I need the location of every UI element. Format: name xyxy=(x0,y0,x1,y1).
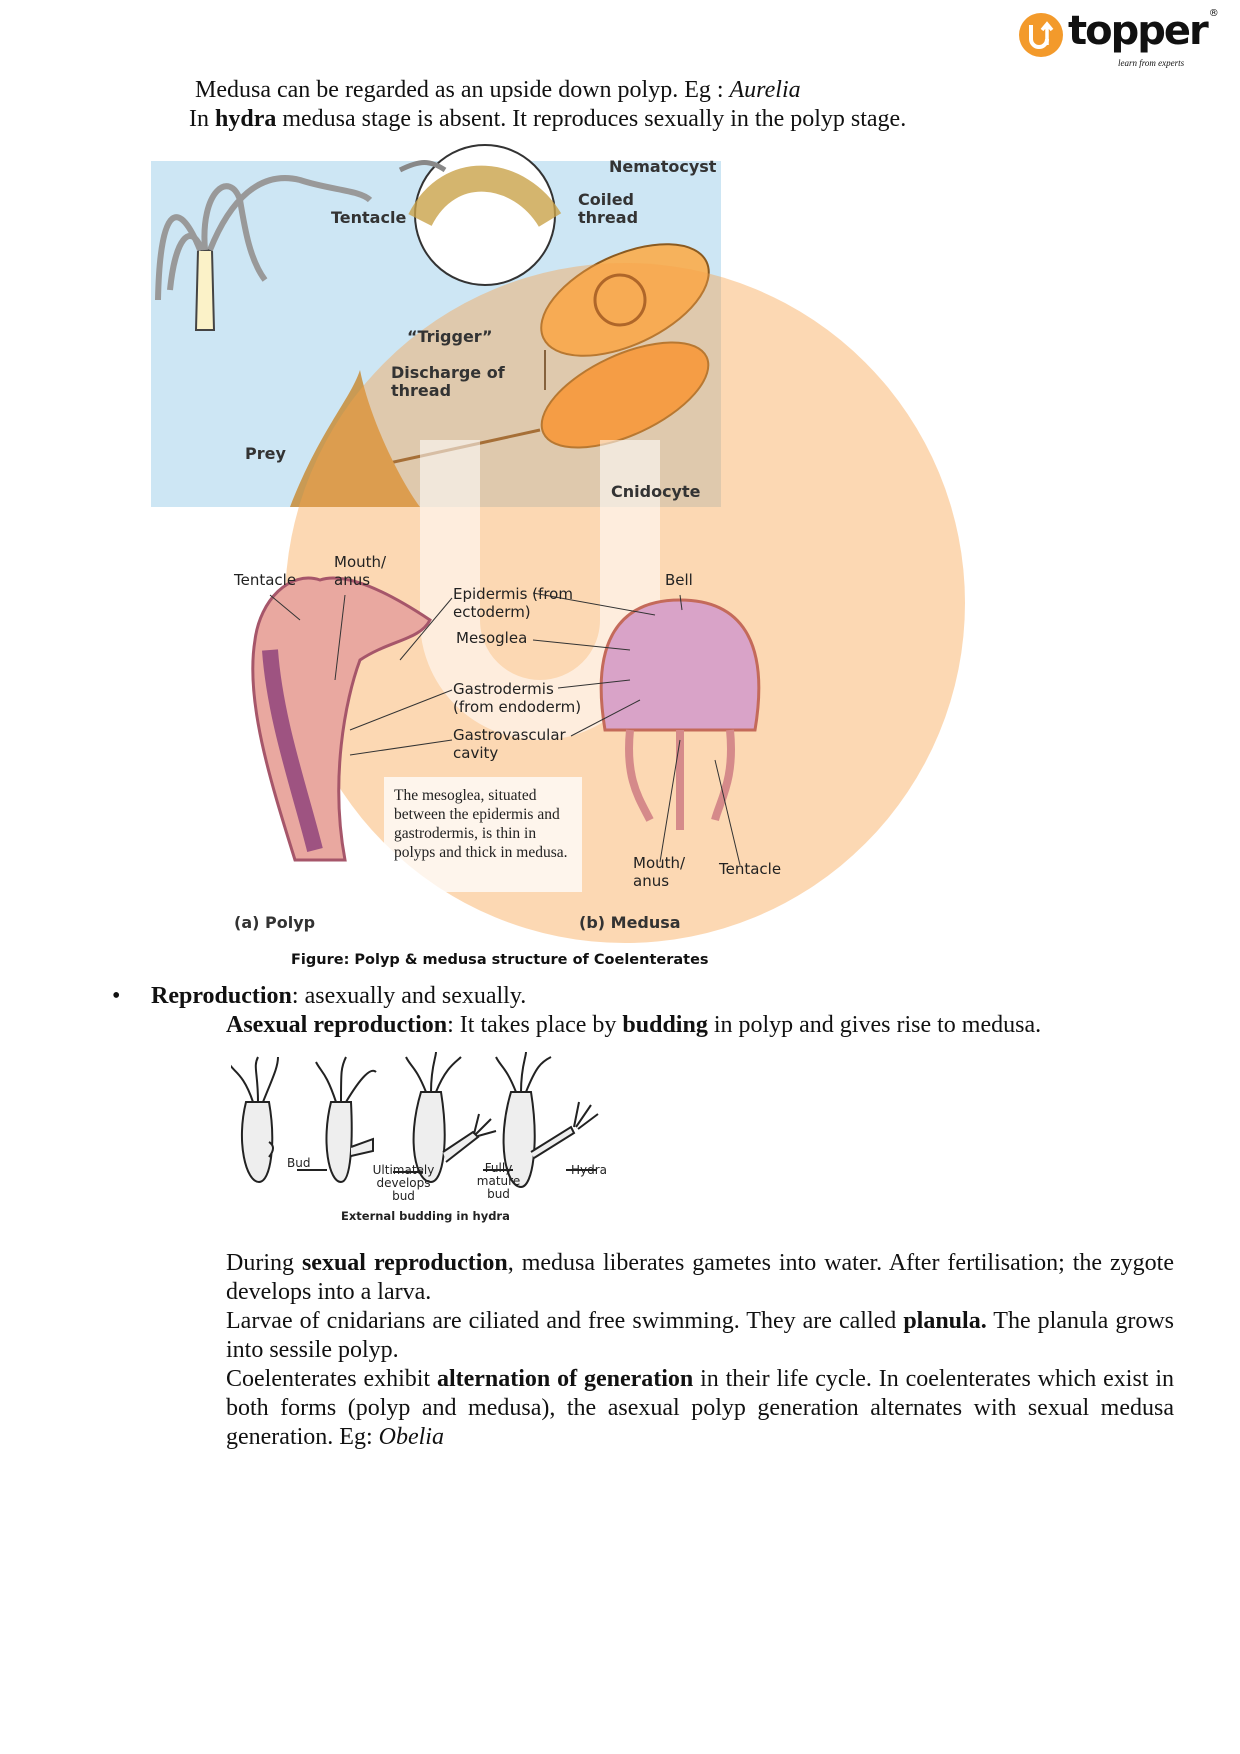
hydra-4 xyxy=(502,1091,536,1189)
intro-line-2: In hydra medusa stage is absent. It repr… xyxy=(189,105,906,134)
curved-arrow xyxy=(398,160,447,173)
label-ultimately: Ultimately develops bud xyxy=(372,1163,435,1203)
figure-caption: Figure: Polyp & medusa structure of Coel… xyxy=(291,952,709,968)
paragraphs: During sexual reproduction, medusa liber… xyxy=(226,1249,1174,1452)
label-prey: Prey xyxy=(245,444,286,463)
registered-mark: ® xyxy=(1208,8,1219,19)
budding-caption: External budding in hydra xyxy=(341,1209,510,1223)
bold: sexual reproduction xyxy=(301,1250,508,1276)
label-medusa: (b) Medusa xyxy=(579,913,681,932)
text: in polyp and gives rise to medusa. xyxy=(707,1012,1042,1038)
leader-lines xyxy=(269,592,741,866)
paragraph-alternation: Coelenterates exhibit alternation of gen… xyxy=(226,1365,1174,1452)
bullet: • xyxy=(112,983,121,1009)
intro-text: Medusa can be regarded as an upside down… xyxy=(195,77,730,103)
logo-wordmark-row: topper® xyxy=(1068,8,1219,54)
hydra-2 xyxy=(325,1101,353,1184)
label-cnidocyte: Cnidocyte xyxy=(611,482,701,501)
label-discharge: Discharge of thread xyxy=(391,363,505,400)
hydra-3 xyxy=(412,1091,446,1184)
bold: budding xyxy=(622,1012,708,1038)
example-obelia: Obelia xyxy=(378,1424,444,1450)
nematocyst-capsule xyxy=(540,243,710,357)
figure-budding: Bud Ultimately develops bud Fully mature… xyxy=(231,1042,646,1227)
asexual-line: Asexual reproduction: It takes place by … xyxy=(226,1011,1041,1040)
budding-illustration xyxy=(231,1051,599,1189)
text: medusa stage is absent. It reproduces se… xyxy=(276,106,907,132)
text: The planula grows into sessile polyp. xyxy=(226,1308,1174,1363)
polyp-medusa-illustration xyxy=(151,144,965,943)
label-mouth-anus-medusa: Mouth/ anus xyxy=(633,854,686,890)
mesoglea-note: The mesoglea, situated between the epide… xyxy=(394,787,568,861)
tentacles xyxy=(231,1051,599,1173)
label-gastrodermis: Gastrodermis (from endoderm) xyxy=(453,680,582,716)
paragraph-sexual: During sexual reproduction, medusa liber… xyxy=(226,1249,1174,1307)
label-bud: Bud xyxy=(287,1156,311,1170)
label-mouth-anus-polyp: Mouth/ anus xyxy=(334,553,387,589)
example-aurelia: Aurelia xyxy=(729,77,801,103)
label-tentacle-medusa: Tentacle xyxy=(719,860,782,878)
topper-logo: topper® learn from experts xyxy=(1018,8,1228,78)
label-hydra: Hydra xyxy=(571,1163,608,1177)
label-nematocyst: Nematocyst xyxy=(609,157,717,176)
bold: alternation of generation xyxy=(436,1366,694,1392)
paragraph-planula: Larvae of cnidarians are ciliated and fr… xyxy=(226,1307,1174,1365)
logo-wordmark: topper xyxy=(1068,8,1209,54)
text: Larvae of cnidarians are ciliated and fr… xyxy=(226,1308,904,1334)
hydra-drawing xyxy=(155,175,373,331)
label-trigger: “Trigger” xyxy=(407,327,493,346)
heading-bold: Reproduction xyxy=(151,983,292,1009)
logo-circle-icon xyxy=(1019,13,1063,57)
label-bell: Bell xyxy=(665,571,693,589)
label-tentacle-top: Tentacle xyxy=(331,208,407,227)
figure-polyp-medusa: Nematocyst Coiled thread Tentacle “Trigg… xyxy=(151,144,965,943)
label-polyp: (a) Polyp xyxy=(234,913,316,932)
intro-line-1: Medusa can be regarded as an upside down… xyxy=(195,76,801,105)
discharged-cnidocyte xyxy=(540,341,710,449)
label-mesoglea: Mesoglea xyxy=(456,629,528,647)
text: Coelenterates exhibit xyxy=(226,1366,437,1392)
text: : It takes place by xyxy=(447,1012,623,1038)
note-box xyxy=(384,777,582,892)
label-fully-mature: Fully mature bud xyxy=(476,1161,521,1201)
text: in their life cycle. In coelenterates wh… xyxy=(226,1366,1174,1450)
label-tentacle-polyp: Tentacle xyxy=(234,571,297,589)
label-gastrovascular: Gastrovascular cavity xyxy=(453,726,566,762)
text: , medusa liberates gametes into water. A… xyxy=(226,1250,1174,1305)
arrows xyxy=(297,1169,596,1173)
label-epidermis: Epidermis (from ectoderm) xyxy=(453,585,573,621)
reproduction-heading: Reproduction: asexually and sexually. xyxy=(151,982,526,1011)
hydra-bold: hydra xyxy=(215,106,277,132)
medusa-bell xyxy=(599,598,761,732)
bold: planula. xyxy=(903,1308,987,1334)
prey-shape xyxy=(290,370,420,507)
bold: Asexual reproduction xyxy=(226,1012,448,1038)
text: : asexually and sexually. xyxy=(291,983,527,1009)
label-coiled-thread: Coiled thread xyxy=(578,190,639,227)
hydra-1 xyxy=(240,1101,274,1184)
logo-tagline: learn from experts xyxy=(1118,58,1185,68)
text: In xyxy=(189,106,215,132)
text: During xyxy=(226,1250,302,1276)
